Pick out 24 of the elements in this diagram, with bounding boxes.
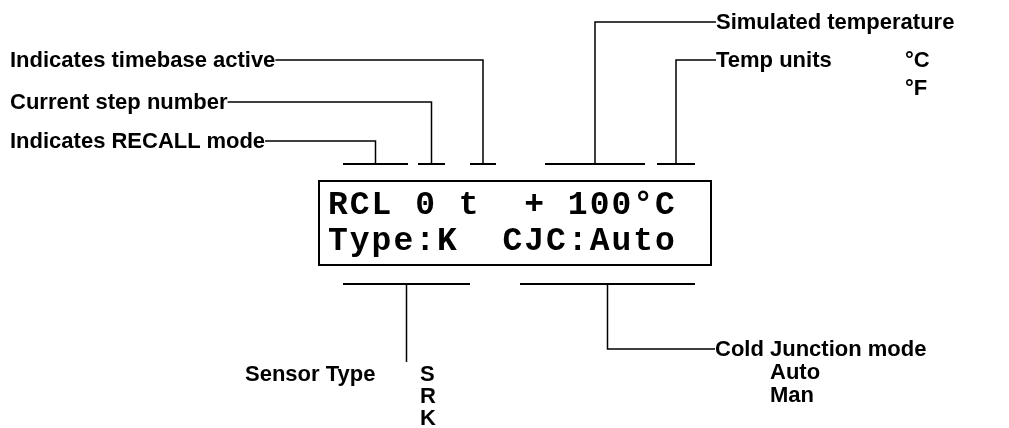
callout-label: Current step number [10, 90, 228, 114]
option-value: °C [905, 48, 930, 72]
leader-line [594, 21, 717, 164]
callout-label: Sensor Type [245, 362, 410, 386]
option-value: °F [905, 76, 928, 100]
callout-label: Indicates timebase active [10, 48, 276, 72]
leader-line [226, 101, 433, 164]
callout-label: Temp units [716, 48, 832, 72]
display-line: RCL 0 t + 100°C [328, 187, 677, 225]
option-value: Man [770, 383, 814, 407]
option-value: Auto [770, 360, 821, 384]
callout-label: Indicates RECALL mode [10, 129, 266, 153]
leader-line [405, 284, 408, 363]
option-value: S [420, 362, 435, 386]
leader-line [264, 140, 377, 164]
option-value: K [420, 406, 436, 428]
leader-line [675, 59, 717, 164]
leader-line [606, 284, 716, 350]
lcd-display [318, 180, 712, 266]
display-line: Type:K CJC:Auto [328, 223, 677, 261]
callout-label: Cold Junction mode [715, 337, 927, 361]
option-value: R [420, 384, 436, 408]
leader-line [274, 59, 484, 164]
callout-label: Simulated temperature [716, 10, 955, 34]
